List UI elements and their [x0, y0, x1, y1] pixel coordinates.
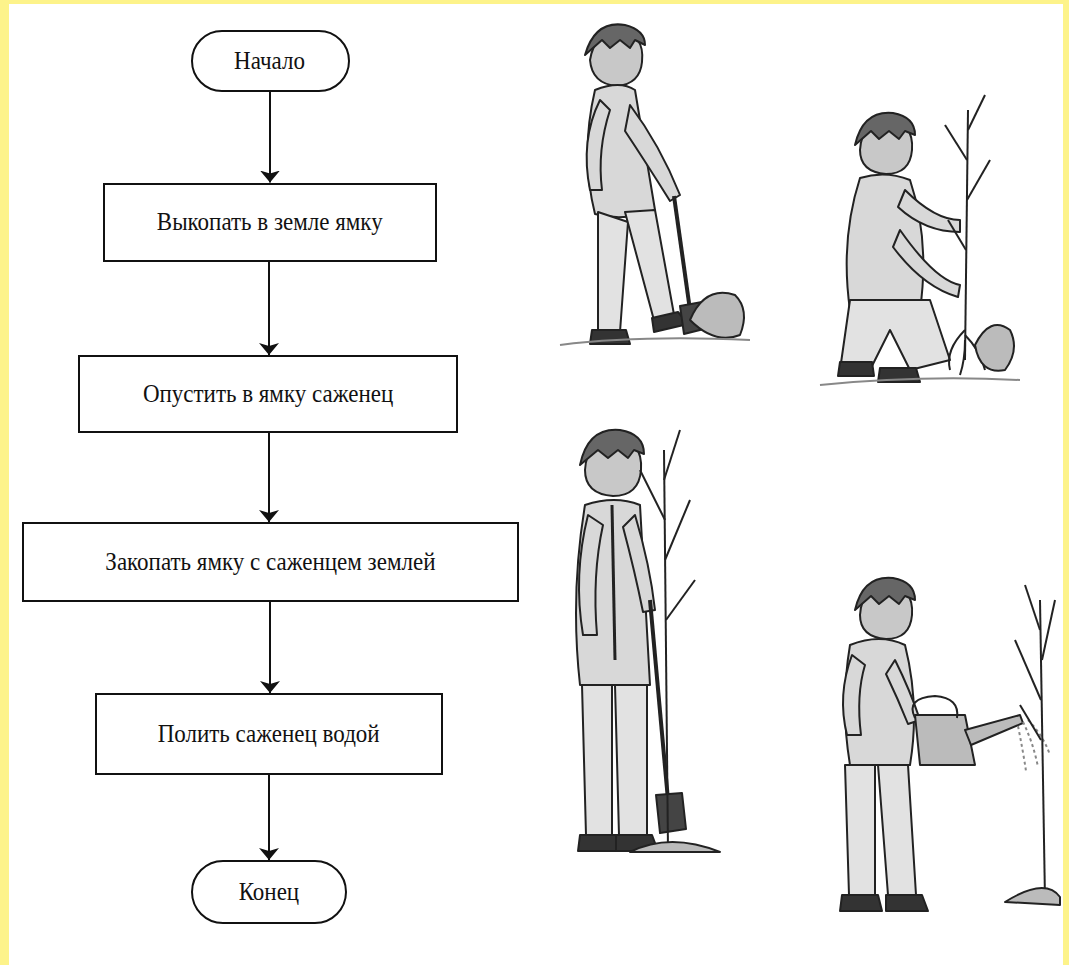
flow-arrow: [268, 775, 270, 860]
node-label: Опустить в ямку саженец: [143, 380, 393, 408]
digging-boy: [560, 24, 750, 345]
node-label: Закопать ямку с саженцем землей: [105, 548, 435, 576]
process-box: Полить саженец водой: [95, 693, 443, 775]
flow-arrow: [269, 92, 271, 183]
flow-arrow: [268, 433, 270, 522]
process-box: Закопать ямку с саженцем землей: [22, 522, 519, 602]
burying-boy: [576, 430, 720, 852]
watering-boy: [840, 578, 1060, 911]
end-terminal: Конец: [191, 860, 347, 924]
node-label: Полить саженец водой: [158, 720, 380, 748]
planting-boy: [820, 95, 1020, 385]
flow-arrow: [268, 262, 270, 356]
yellow-strip: [0, 0, 1069, 4]
flow-arrow: [269, 602, 271, 693]
yellow-strip: [0, 0, 9, 965]
yellow-strip: [1063, 0, 1069, 965]
process-box: Опустить в ямку саженец: [78, 355, 458, 433]
node-label: Конец: [239, 878, 300, 906]
start-terminal: Начало: [191, 30, 350, 92]
process-box: Выкопать в земле ямку: [103, 183, 437, 262]
node-label: Выкопать в земле ямку: [157, 208, 383, 236]
node-label: Начало: [235, 47, 306, 75]
